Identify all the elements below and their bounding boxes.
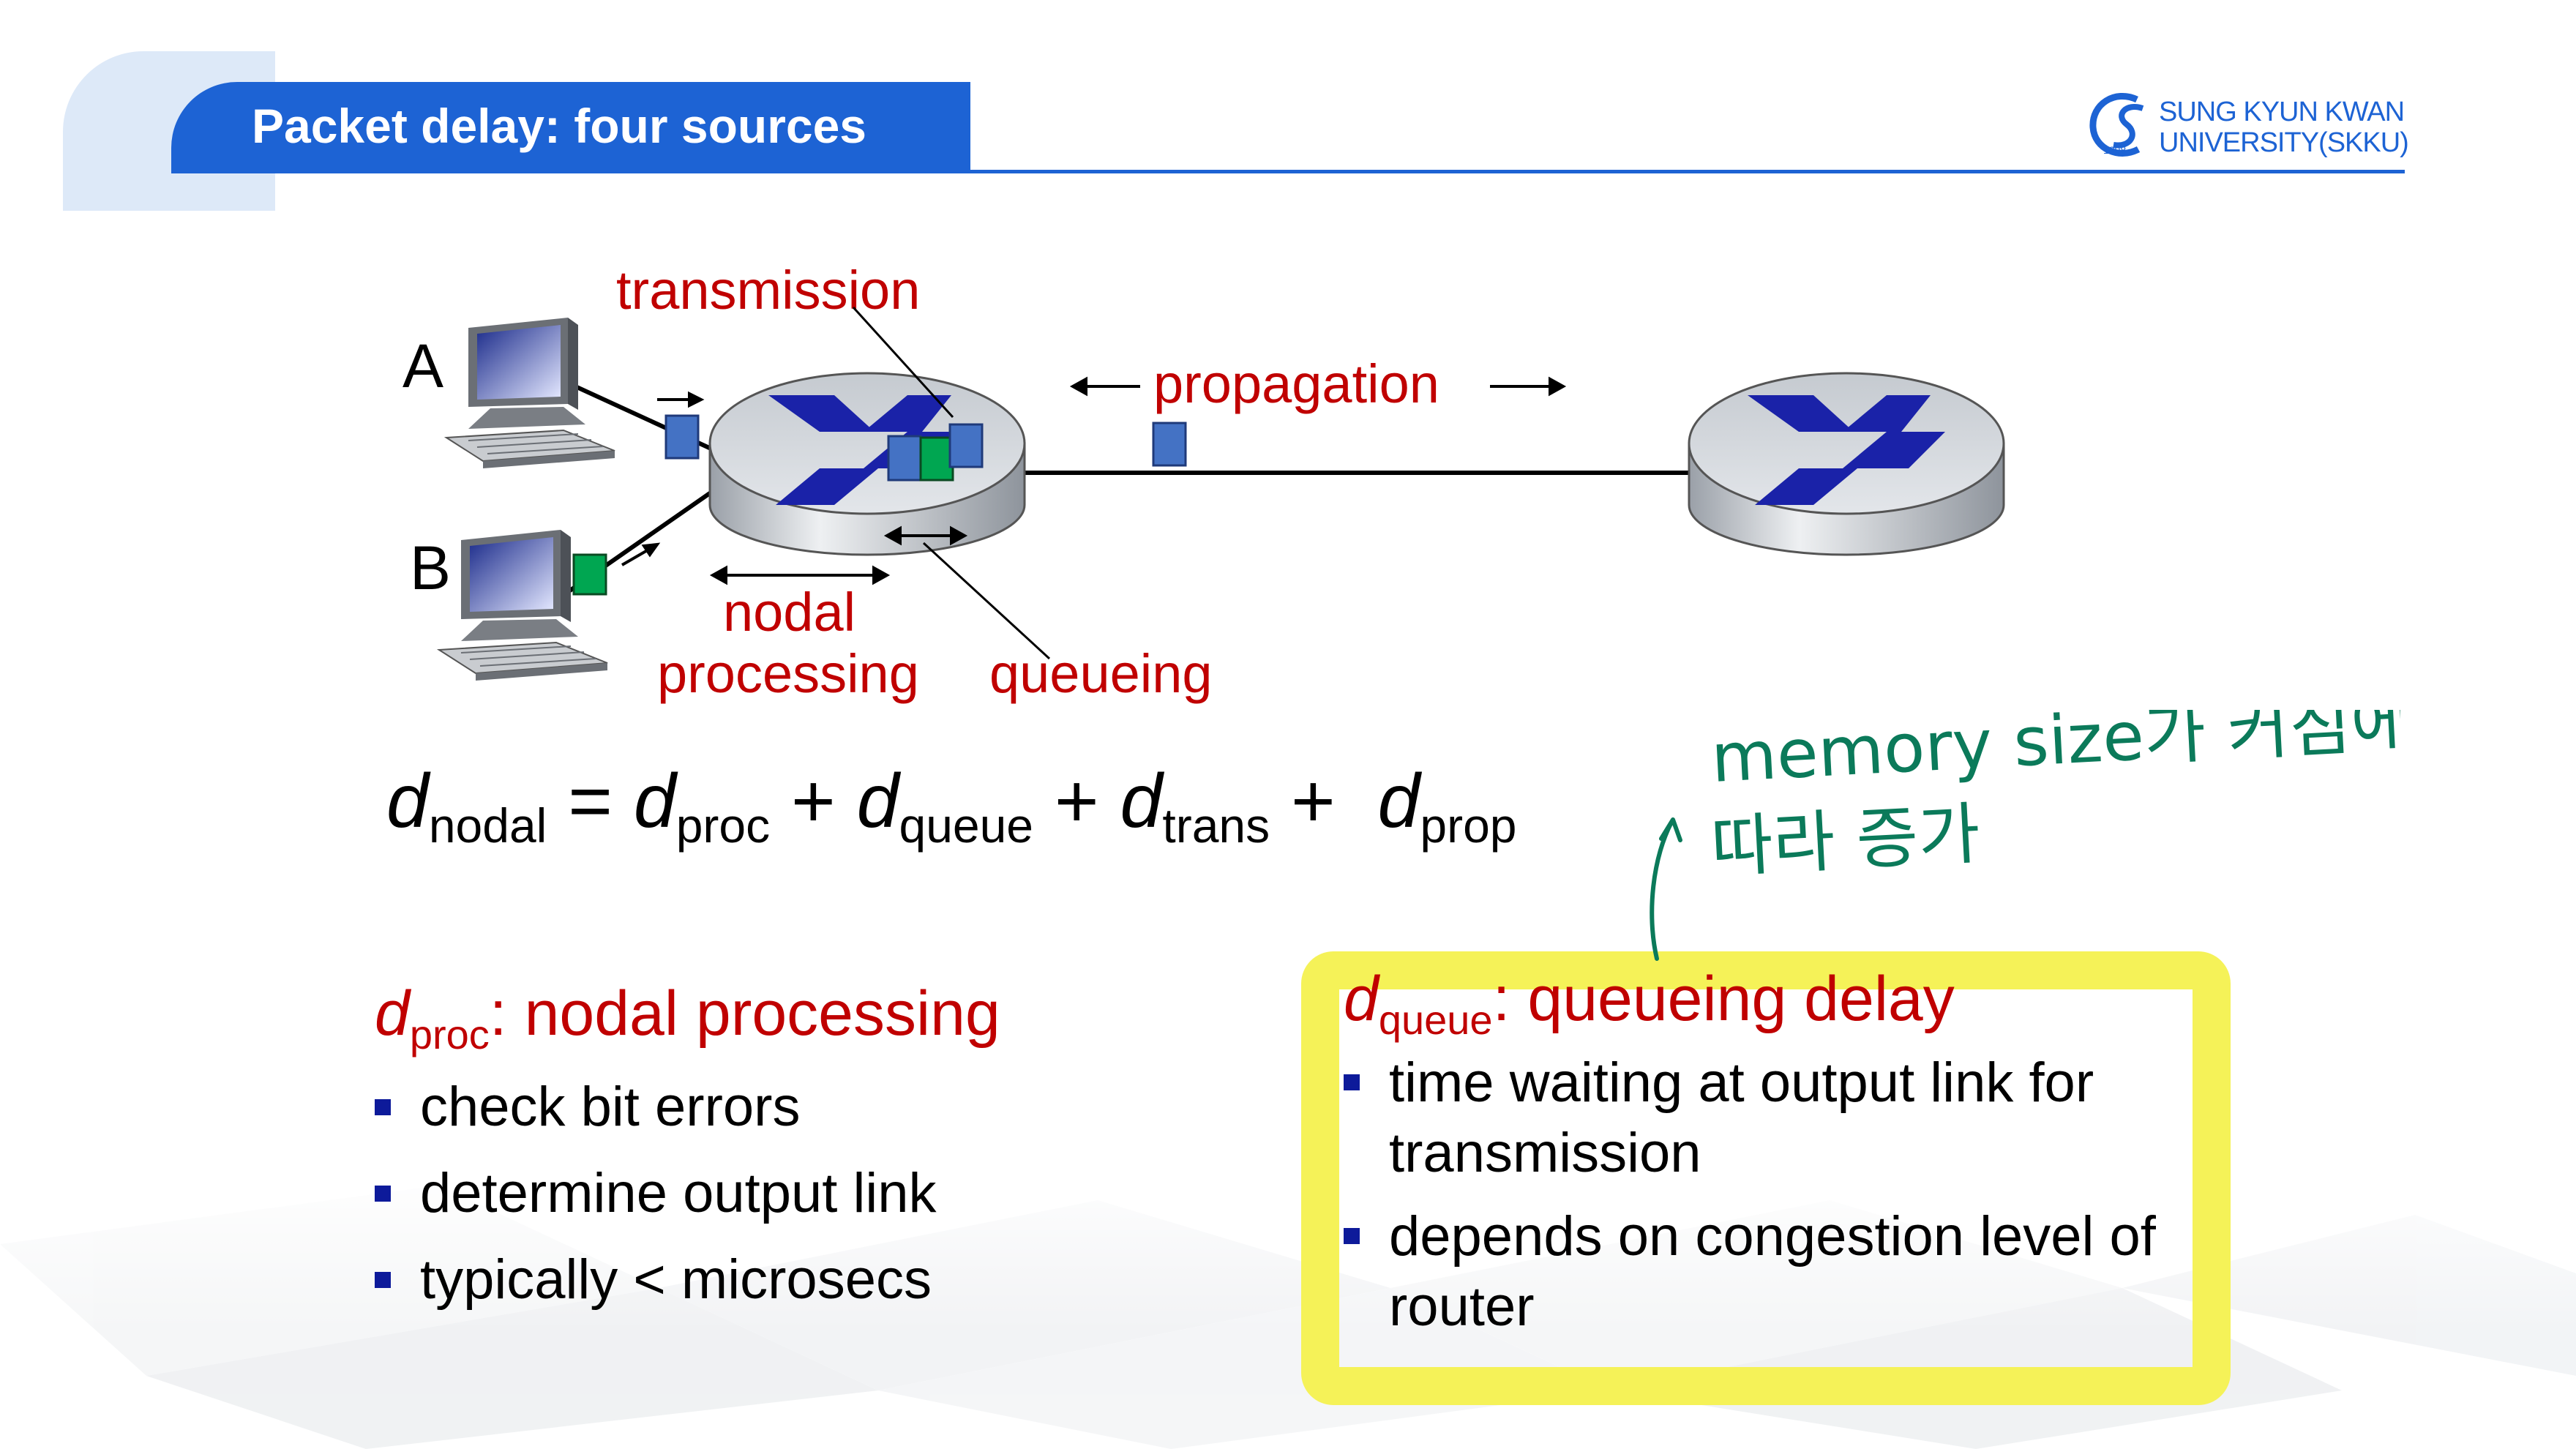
- queue-bullet-text-cont: router: [1389, 1276, 1535, 1338]
- bullet-square-icon: [1344, 1228, 1360, 1245]
- queue-bullet-text-cont: transmission: [1389, 1122, 1701, 1185]
- queue-heading-d: d: [1344, 964, 1379, 1034]
- queueing-label: queueing: [989, 643, 1213, 704]
- logo-year: 1398: [2103, 144, 2126, 156]
- proc-bullet-list: check bit errors determine output link t…: [375, 1064, 1000, 1323]
- queue-bullet-list: time waiting at output link for transmiss…: [1344, 1048, 2156, 1342]
- bullet-square-icon: [1344, 1074, 1360, 1091]
- formula-sub-queue: queue: [899, 798, 1034, 853]
- proc-heading: dproc: nodal processing: [375, 978, 1000, 1058]
- proc-bullet: determine output link: [375, 1150, 1000, 1237]
- transmission-label: transmission: [616, 260, 921, 321]
- formula-d: d: [856, 759, 899, 844]
- proc-bullet: check bit errors: [375, 1064, 1000, 1150]
- proc-bullet-text: determine output link: [420, 1162, 937, 1225]
- bullet-square-icon: [375, 1186, 391, 1202]
- formula-sub-proc: proc: [675, 798, 771, 853]
- highlight-box: [1301, 951, 2231, 1405]
- bullet-square-icon: [375, 1099, 391, 1116]
- proc-heading-d: d: [375, 978, 410, 1049]
- propagation-label: propagation: [1153, 353, 1439, 414]
- logo-text-line1: SUNG KYUN KWAN: [2159, 97, 2405, 127]
- queue-bullet: depends on congestion level of router: [1344, 1202, 2156, 1342]
- formula-d: d: [633, 759, 676, 844]
- proc-bullet-text: typically < microsecs: [420, 1248, 932, 1311]
- proc-bullet: typically < microsecs: [375, 1237, 1000, 1323]
- skku-logo: 1398 SUNG KYUN KWAN UNIVERSITY(SKKU): [2086, 86, 2409, 167]
- annotation-line2: 따라 증가: [1710, 795, 1982, 887]
- host-a-label: A: [402, 332, 444, 400]
- title-bar: Packet delay: four sources: [171, 82, 970, 173]
- queue-bullet: time waiting at output link for transmiss…: [1344, 1048, 2156, 1188]
- formula-plus: +: [1033, 759, 1120, 844]
- bullet-square-icon: [375, 1272, 391, 1289]
- queue-heading-title: : queueing delay: [1492, 964, 1955, 1034]
- proc-heading-title: : nodal processing: [489, 978, 1000, 1049]
- host-b-label: B: [410, 533, 452, 602]
- delay-formula: dnodal = dproc + dqueue + dtrans + dprop: [386, 758, 1517, 853]
- formula-d: d: [1377, 759, 1420, 844]
- formula-plus: +: [1270, 759, 1378, 844]
- slide-title: Packet delay: four sources: [252, 99, 867, 153]
- queue-bullet-text: depends on congestion level of: [1389, 1205, 2156, 1268]
- queue-section: dqueue: queueing delay time waiting at o…: [1344, 963, 2156, 1342]
- nodal-label-line1: nodal: [723, 582, 856, 643]
- queue-heading-sub: queue: [1378, 997, 1493, 1044]
- annotation-arrow-icon: [1650, 817, 1682, 961]
- queue-heading: dqueue: queueing delay: [1344, 963, 2156, 1044]
- formula-d: d: [386, 759, 429, 844]
- formula-plus: +: [770, 759, 857, 844]
- nodal-label-line2: processing: [657, 643, 919, 704]
- proc-heading-sub: proc: [409, 1011, 490, 1058]
- title-underline: [171, 170, 2405, 173]
- formula-d: d: [1120, 759, 1163, 844]
- handwritten-annotation: memory size가 커짐에 따라 증가: [1650, 710, 2400, 961]
- logo-text-line2: UNIVERSITY(SKKU): [2159, 127, 2409, 158]
- formula-sub-nodal: nodal: [428, 798, 547, 853]
- proc-bullet-text: check bit errors: [420, 1076, 801, 1139]
- formula-sub-trans: trans: [1162, 798, 1270, 853]
- skku-emblem-icon: 1398: [2089, 93, 2144, 157]
- formula-sub-prop: prop: [1420, 798, 1517, 853]
- queue-bullet-text: time waiting at output link for: [1389, 1052, 2094, 1115]
- formula-equals: =: [547, 759, 634, 844]
- proc-section: dproc: nodal processing check bit errors…: [375, 978, 1000, 1323]
- annotation-line1: memory size가 커짐에: [1710, 710, 2400, 798]
